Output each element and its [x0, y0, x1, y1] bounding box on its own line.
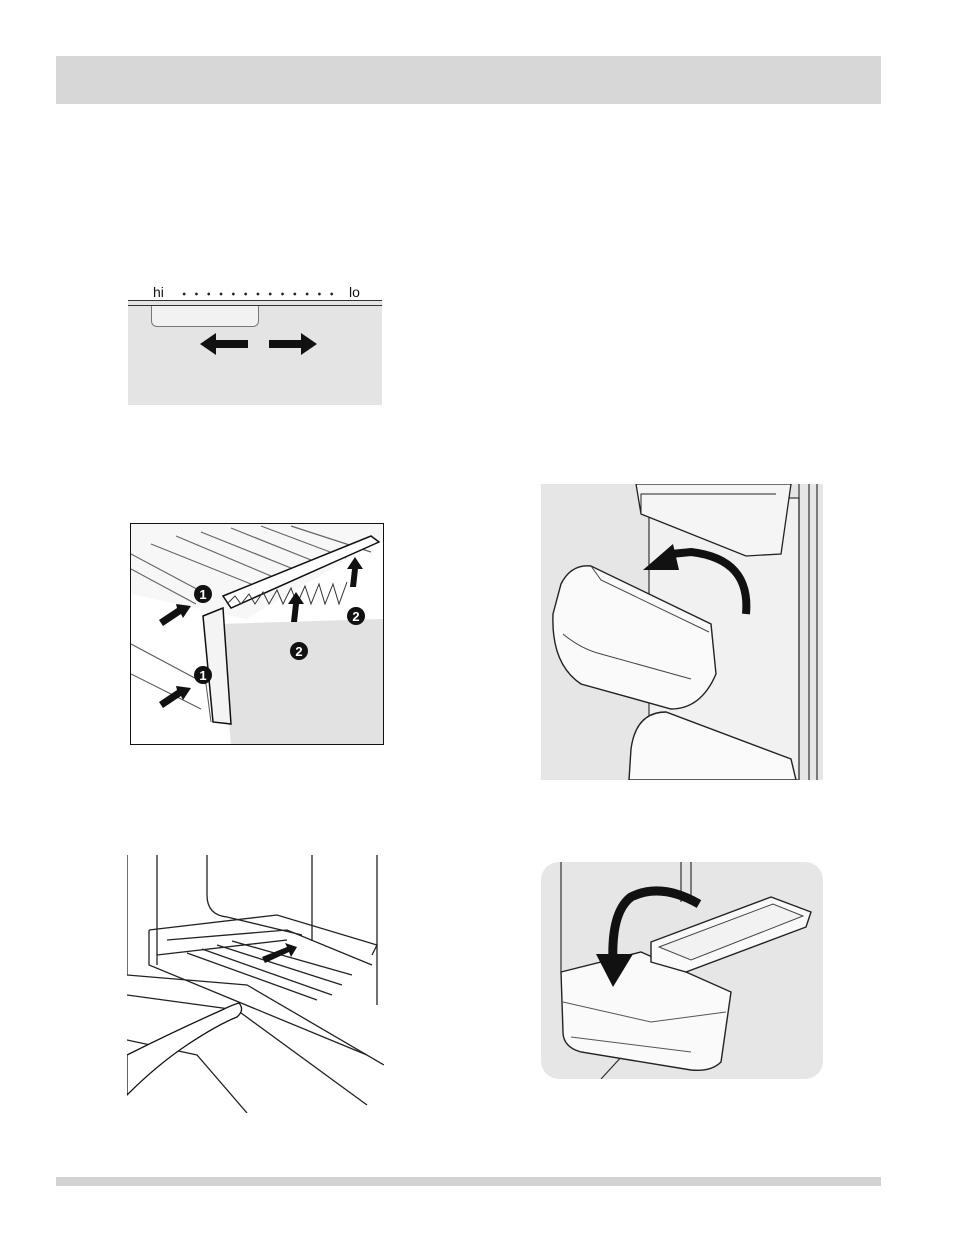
crisper-cover-removal-illustration: 1 1 2 2: [130, 523, 384, 745]
right-arrow-icon: [269, 333, 317, 355]
footer-rule: [56, 1177, 881, 1186]
humidity-scale-ticks: [178, 292, 338, 296]
humidity-lo-label: lo: [349, 284, 360, 300]
step-2-label: 2: [352, 609, 359, 624]
humidity-control-illustration: hi lo: [128, 280, 382, 404]
step-2-label: 2: [295, 644, 302, 659]
step-1-label: 1: [199, 668, 206, 683]
humidity-slider-knob[interactable]: [151, 306, 259, 327]
left-arrow-icon: [200, 333, 248, 355]
dairy-bin-lid-illustration: [541, 862, 823, 1079]
slide-direction-arrows: [200, 332, 320, 356]
humidity-hi-label: hi: [153, 284, 164, 300]
drawer-pull-illustration: [127, 855, 384, 1113]
step-1-label: 1: [199, 587, 206, 602]
door-bin-removal-illustration: [541, 484, 823, 780]
header-bar: [56, 56, 881, 104]
